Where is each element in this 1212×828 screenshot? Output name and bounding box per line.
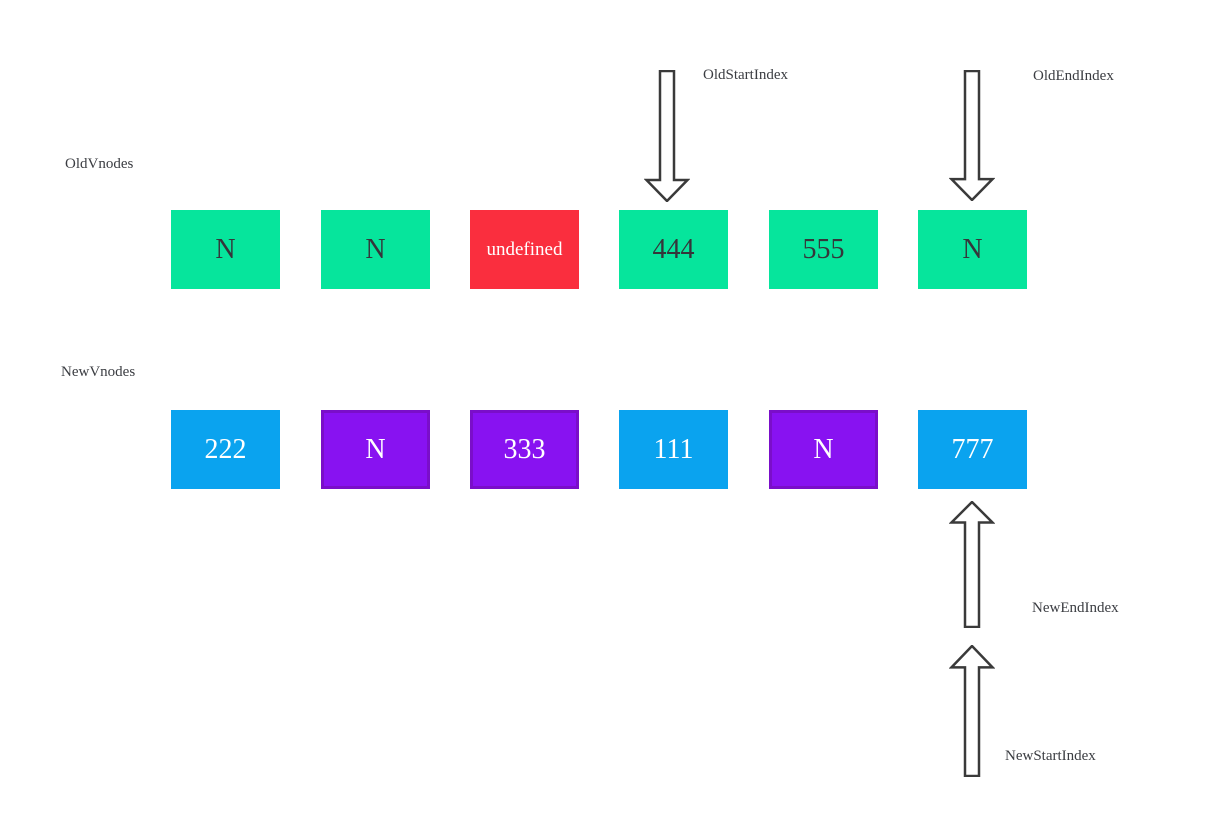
old-vnode-box-3-undefined: undefined xyxy=(470,210,579,289)
new-vnodes-row-label: NewVnodes xyxy=(61,364,136,380)
old-end-index-arrow-down-icon xyxy=(949,70,995,201)
old-vnodes-row-label: OldVnodes xyxy=(65,156,134,172)
old-start-index-arrow-down-icon xyxy=(644,70,690,202)
new-end-index-arrow-up-icon xyxy=(949,501,995,628)
new-vnode-box-5: N xyxy=(769,410,878,489)
new-vnode-box-6: 777 xyxy=(918,410,1027,489)
new-start-index-arrow-up-icon xyxy=(949,645,995,777)
old-end-index-label: OldEndIndex xyxy=(1033,68,1114,84)
new-vnode-box-1: 222 xyxy=(171,410,280,489)
new-vnode-box-4: 111 xyxy=(619,410,728,489)
old-vnode-box-2: N xyxy=(321,210,430,289)
new-vnode-box-2: N xyxy=(321,410,430,489)
old-vnode-box-1: N xyxy=(171,210,280,289)
old-vnode-box-6: N xyxy=(918,210,1027,289)
old-vnode-box-4: 444 xyxy=(619,210,728,289)
old-start-index-label: OldStartIndex xyxy=(703,67,788,83)
new-end-index-label: NewEndIndex xyxy=(1032,600,1119,616)
new-vnode-box-3: 333 xyxy=(470,410,579,489)
new-start-index-label: NewStartIndex xyxy=(1005,748,1096,764)
old-vnode-box-5: 555 xyxy=(769,210,878,289)
